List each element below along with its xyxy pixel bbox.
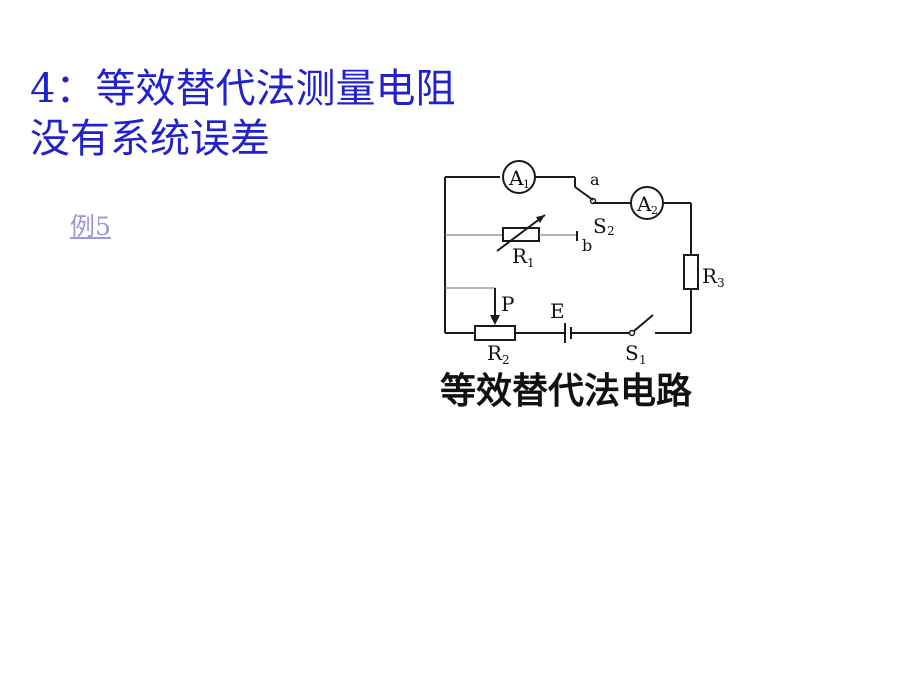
switch-s1-pivot [628,329,636,337]
switch-s2-label: S [593,214,607,238]
switch-s1-subscript: 1 [639,353,647,367]
title-line-1: 4：等效替代法测量电阻 [30,66,456,112]
ammeter-a2-label: A [636,192,652,216]
rheostat-r1-arrow [496,214,546,252]
rheostat-r1-arrowhead [536,215,545,223]
battery-label: E [550,299,565,323]
ammeter-a2: A 2 [630,186,664,220]
ammeter-a1-label: A [508,166,524,190]
slide-title: 4：等效替代法测量电阻 没有系统误差 [30,64,455,164]
switch-terminal-a: a [590,170,600,189]
slider-p-arrowhead [490,315,500,325]
ammeter-a1: A 1 [502,160,536,194]
switch-s1-blade [633,314,654,332]
ammeter-a1-subscript: 1 [523,178,530,191]
rheostat-r1-label: R [512,244,528,268]
ammeter-a2-subscript: 2 [651,204,658,217]
switch-terminal-b: b [582,236,592,255]
circuit-diagram: A 1 a S 2 A 2 R 3 R 1 b [425,155,755,420]
rheostat-r2-subscript: 2 [502,353,510,367]
resistor-r3-label: R [702,264,718,288]
slider-p-label: P [501,292,514,316]
diagram-caption: 等效替代法电路 [440,371,693,412]
rheostat-r2-label: R [487,341,503,365]
resistor-r3 [683,254,699,290]
rheostat-r1 [502,227,540,242]
title-line-2: 没有系统误差 [30,116,270,162]
rheostat-r2 [474,325,516,341]
rheostat-r1-subscript: 1 [527,256,535,270]
switch-s1-label: S [625,341,639,365]
switch-s2-blade [574,186,594,201]
resistor-r3-subscript: 3 [717,276,725,290]
example-5-link[interactable]: 例5 [70,212,111,241]
circuit-svg: A 1 a S 2 A 2 R 3 R 1 b [440,160,725,412]
switch-s2-subscript: 2 [607,224,615,238]
